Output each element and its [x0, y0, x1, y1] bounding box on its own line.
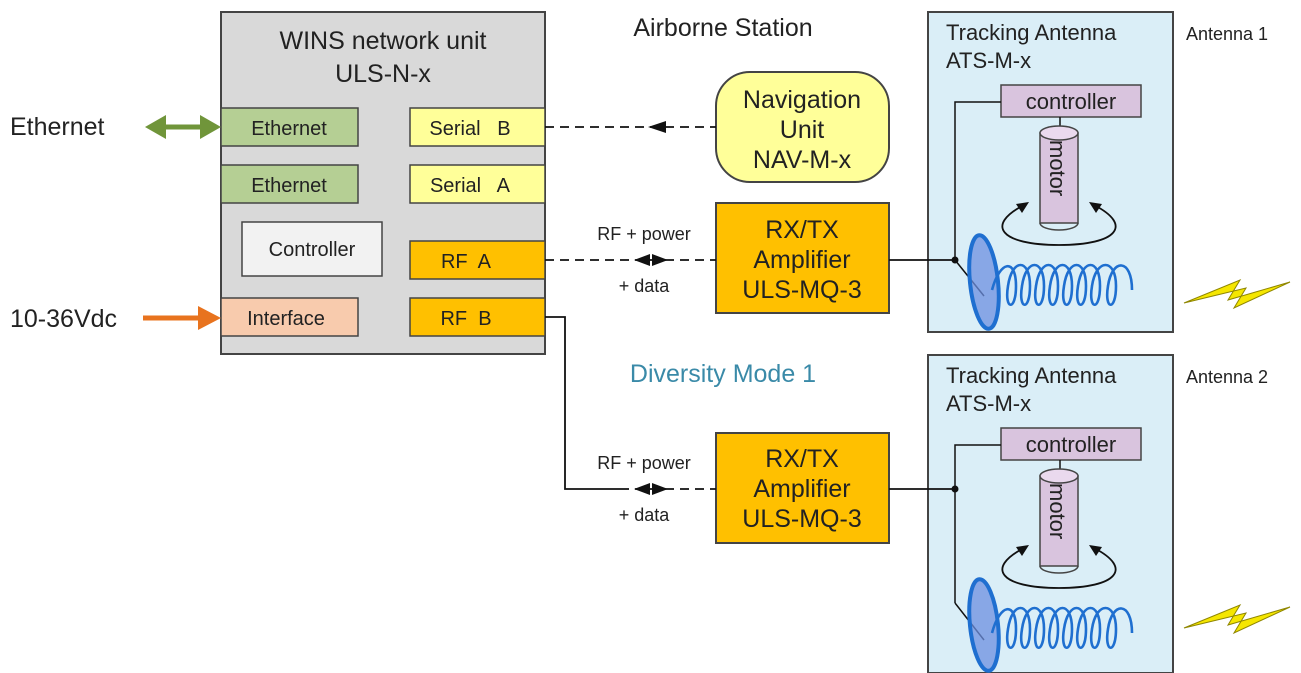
port-rf-a: RF A: [409, 240, 546, 280]
diversity-mode-label: Diversity Mode 1: [630, 360, 816, 388]
rf-a-link: [545, 254, 716, 266]
navigation-unit-line1: Navigation: [743, 86, 861, 114]
port-ethernet-2-label: Ethernet: [251, 175, 327, 197]
amplifier-2-line1: RX/TX: [765, 445, 839, 473]
network-unit-model: ULS-N-x: [335, 60, 431, 88]
airborne-station-label: Airborne Station: [633, 14, 812, 42]
antenna-2-model: ATS-M-x: [946, 391, 1031, 416]
antenna-1-motor: motor: [1039, 125, 1079, 231]
amplifier-1: RX/TX Amplifier ULS-MQ-3: [715, 202, 890, 314]
power-input-label: 10-36Vdc: [10, 305, 117, 333]
amplifier-1-line1: RX/TX: [765, 216, 839, 244]
network-unit: WINS network unit ULS-N-x Ethernet Ether…: [220, 11, 546, 355]
antenna-2-controller: controller: [1000, 427, 1142, 461]
link-2-top-label: RF + power: [597, 453, 691, 473]
antenna-2-signal-bolt-icon: [1183, 603, 1291, 635]
antenna-1-rotation-arrow: [1001, 202, 1117, 246]
antenna-1-controller: controller: [1000, 84, 1142, 118]
port-serial-a: Serial A: [409, 164, 546, 204]
antenna-1-motor-label: motor: [1045, 140, 1070, 196]
tracking-antenna-2: Tracking Antenna ATS-M-x controller moto…: [889, 354, 1174, 673]
navigation-unit-line3: NAV-M-x: [753, 146, 852, 174]
port-ethernet-2: Ethernet: [220, 164, 359, 204]
antenna-1-name: Antenna 1: [1186, 24, 1268, 44]
amplifier-2-line3: ULS-MQ-3: [742, 505, 861, 533]
antenna-2-name: Antenna 2: [1186, 367, 1268, 387]
antenna-2-rotation-arrow: [1001, 545, 1117, 589]
amplifier-1-line3: ULS-MQ-3: [742, 276, 861, 304]
antenna-1-helix-icon: [967, 233, 1134, 331]
antenna-1-signal-bolt-icon: [1183, 278, 1291, 310]
serial-b-link: [545, 121, 716, 133]
antenna-2-title: Tracking Antenna: [946, 363, 1117, 388]
antenna-1-title: Tracking Antenna: [946, 20, 1117, 45]
power-arrow: [143, 306, 221, 330]
port-ethernet-1: Ethernet: [220, 107, 359, 147]
port-rf-a-label: RF A: [441, 251, 492, 273]
port-serial-a-label: Serial A: [430, 175, 511, 197]
amplifier-2-line2: Amplifier: [753, 475, 850, 503]
amplifier-2: RX/TX Amplifier ULS-MQ-3: [715, 432, 890, 544]
port-rf-b: RF B: [409, 297, 546, 337]
controller-block: Controller: [241, 221, 383, 277]
controller-block-label: Controller: [269, 239, 356, 261]
antenna-1-controller-label: controller: [1026, 89, 1116, 114]
ethernet-double-arrow: [145, 115, 221, 139]
ethernet-external-label: Ethernet: [10, 113, 105, 141]
antenna-2-motor-label: motor: [1045, 483, 1070, 539]
navigation-unit-line2: Unit: [780, 116, 825, 144]
antenna-2-helix-icon: [967, 577, 1134, 673]
navigation-unit: Navigation Unit NAV-M-x: [715, 71, 890, 183]
link-1-bottom-label: + data: [619, 276, 671, 296]
link-1-top-label: RF + power: [597, 224, 691, 244]
port-serial-b-label: Serial B: [429, 118, 510, 140]
port-serial-b: Serial B: [409, 107, 546, 147]
antenna-2-controller-label: controller: [1026, 432, 1116, 457]
port-rf-b-label: RF B: [440, 308, 491, 330]
rf-b-link: [545, 316, 716, 495]
antenna-2-motor: motor: [1039, 468, 1079, 574]
amplifier-1-line2: Amplifier: [753, 246, 850, 274]
port-interface: Interface: [220, 297, 359, 337]
port-interface-label: Interface: [247, 308, 325, 330]
antenna-1-model: ATS-M-x: [946, 48, 1031, 73]
link-2-bottom-label: + data: [619, 505, 671, 525]
port-ethernet-1-label: Ethernet: [251, 118, 327, 140]
network-unit-title: WINS network unit: [279, 27, 486, 55]
tracking-antenna-1: Tracking Antenna ATS-M-x controller moto…: [889, 11, 1174, 333]
